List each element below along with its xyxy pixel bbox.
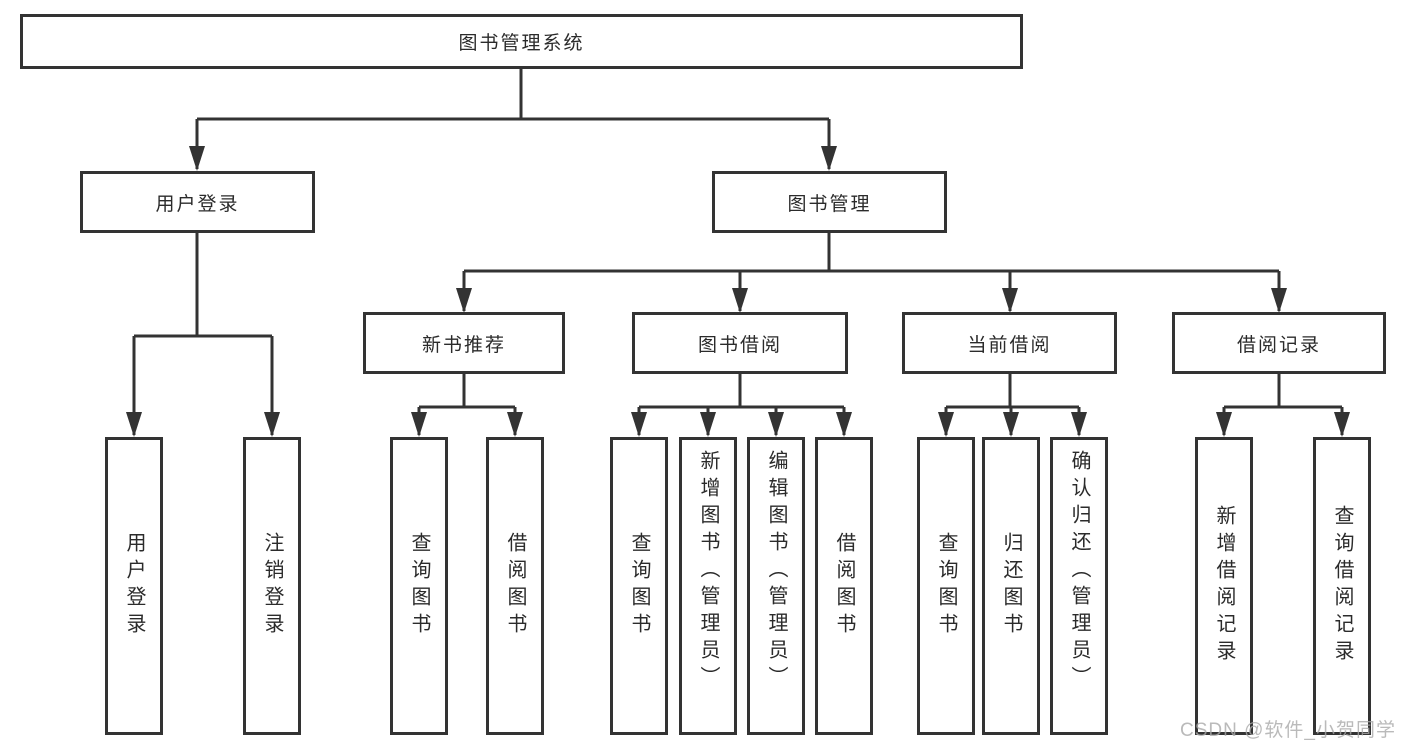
arrowhead-down-icon: [1271, 288, 1287, 313]
leaf-query-borrow-record: 查询借阅记录: [1313, 437, 1371, 735]
node-current-borrowing: 当前借阅: [902, 312, 1117, 374]
arrowhead-down-icon: [700, 412, 716, 437]
leaf-add-borrow-record: 新增借阅记录: [1195, 437, 1253, 735]
arrowhead-down-icon: [821, 146, 837, 171]
arrowhead-down-icon: [1216, 412, 1232, 437]
arrowhead-down-icon: [456, 288, 472, 313]
leaf-borrow-books: 借阅图书: [815, 437, 873, 735]
node-new-book-recommendation: 新书推荐: [363, 312, 565, 374]
node-user-login: 用户登录: [80, 171, 315, 233]
arrowhead-down-icon: [732, 288, 748, 313]
arrowhead-down-icon: [1002, 288, 1018, 313]
arrowhead-down-icon: [836, 412, 852, 437]
node-book-borrowing: 图书借阅: [632, 312, 848, 374]
arrowhead-down-icon: [1071, 412, 1087, 437]
leaf-edit-books-admin: 编辑图书（管理员）: [747, 437, 805, 735]
leaf-query-books-recommend: 查询图书: [390, 437, 448, 735]
node-book-management: 图书管理: [712, 171, 947, 233]
leaf-borrow-books-recommend: 借阅图书: [486, 437, 544, 735]
arrowhead-down-icon: [631, 412, 647, 437]
arrowhead-down-icon: [126, 412, 142, 437]
node-library-management-system: 图书管理系统: [20, 14, 1023, 69]
leaf-confirm-return-admin: 确认归还（管理员）: [1050, 437, 1108, 735]
leaf-user-login: 用户登录: [105, 437, 163, 735]
arrowhead-down-icon: [938, 412, 954, 437]
arrowhead-down-icon: [189, 146, 205, 171]
leaf-query-books-current: 查询图书: [917, 437, 975, 735]
arrowhead-down-icon: [1334, 412, 1350, 437]
node-borrowing-records: 借阅记录: [1172, 312, 1386, 374]
arrowhead-down-icon: [411, 412, 427, 437]
arrowhead-down-icon: [264, 412, 280, 437]
leaf-add-books-admin: 新增图书（管理员）: [679, 437, 737, 735]
arrowhead-down-icon: [768, 412, 784, 437]
watermark: CSDN @软件_小贺同学: [1180, 720, 1396, 741]
arrowhead-down-icon: [1003, 412, 1019, 437]
leaf-logout: 注销登录: [243, 437, 301, 735]
arrowhead-down-icon: [507, 412, 523, 437]
leaf-return-books: 归还图书: [982, 437, 1040, 735]
leaf-query-books-borrow: 查询图书: [610, 437, 668, 735]
